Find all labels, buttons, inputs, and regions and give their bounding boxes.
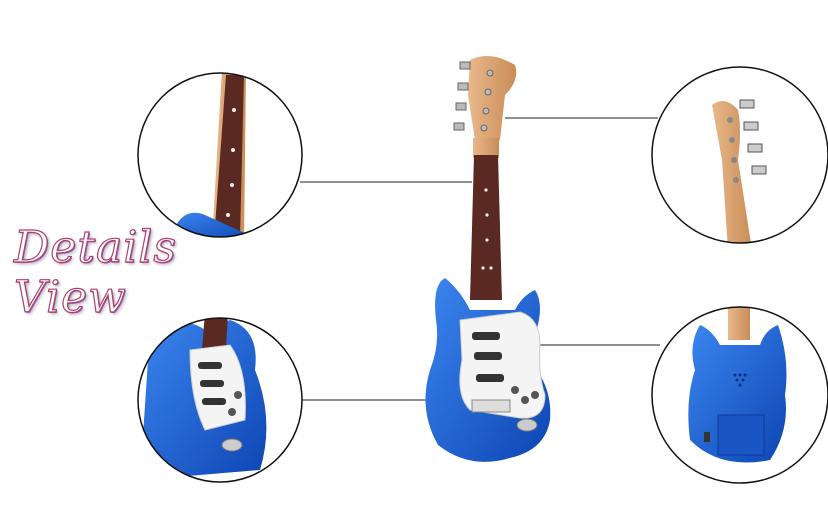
- heading-view: View: [13, 271, 127, 323]
- pickups: [472, 332, 504, 382]
- fretboard: [470, 155, 502, 300]
- fretboard-detail-circle: [137, 72, 303, 238]
- back-speaker-detail-circle: [651, 306, 828, 484]
- tuning-pegs: [453, 61, 494, 132]
- output-jack: [516, 418, 538, 432]
- headstock-detail-circle: [651, 66, 828, 244]
- headstock: [468, 56, 517, 140]
- pickup-detail-circle: [137, 317, 303, 483]
- main-guitar: [425, 56, 551, 462]
- bridge: [471, 399, 511, 413]
- heading-details: Details: [13, 221, 177, 273]
